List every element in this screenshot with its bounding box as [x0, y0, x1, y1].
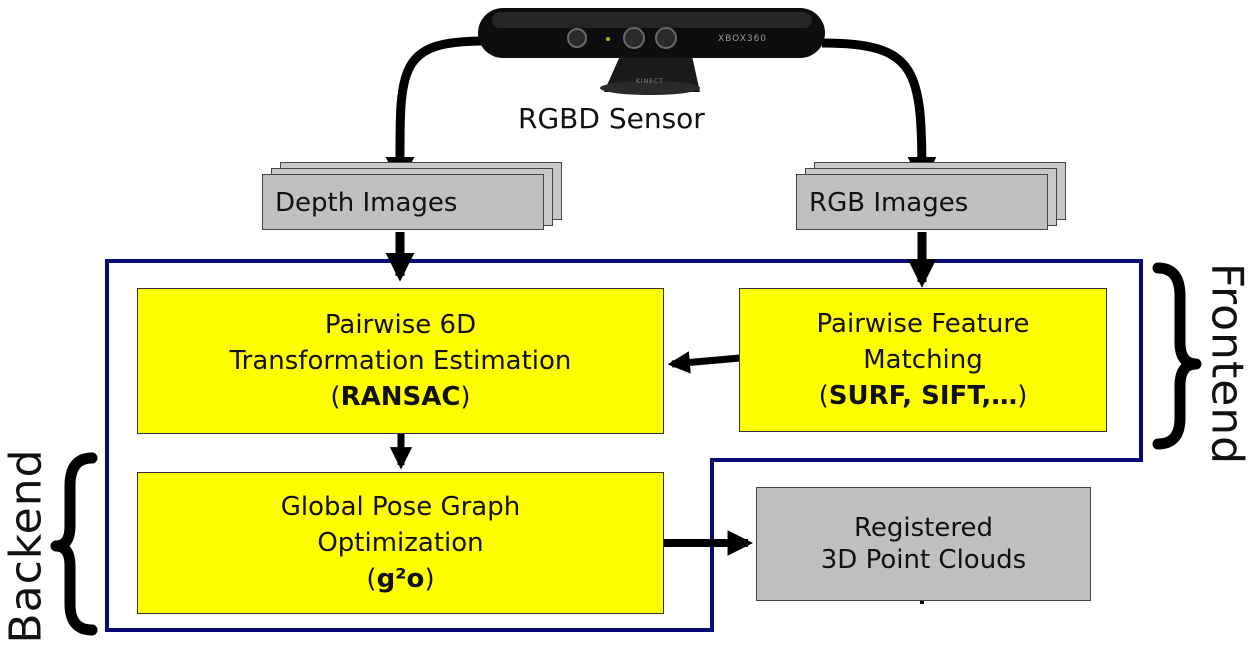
feature-matching-box: Pairwise Feature Matching (SURF, SIFT,…): [739, 288, 1107, 432]
optimization-method-line: (g²o): [366, 561, 434, 597]
optimization-paren-open: (: [366, 564, 377, 594]
frontend-backend-frame: [105, 259, 1143, 632]
feature-line2: Matching: [863, 345, 983, 375]
transformation-line1: Pairwise 6D: [324, 310, 477, 340]
output-line1: Registered: [854, 513, 993, 543]
xbox-brand-text: XBOX360: [718, 34, 768, 44]
optimization-method: g²o: [376, 564, 425, 594]
sensor-to-depth-arrow: [385, 36, 485, 186]
registered-point-clouds-box: Registered 3D Point Clouds: [756, 487, 1091, 601]
depth-images-label: Depth Images: [275, 188, 458, 218]
transformation-estimation-box: Pairwise 6D Transformation Estimation (R…: [137, 288, 664, 434]
output-line2: 3D Point Clouds: [820, 545, 1027, 575]
rgb-images-label: RGB Images: [809, 188, 969, 218]
optimization-line2: Optimization: [317, 528, 484, 558]
sensor-to-rgb-arrow: [821, 38, 937, 186]
transformation-method-line: (RANSAC): [330, 379, 470, 415]
transformation-paren-open: (: [330, 382, 341, 412]
backend-label: Backend: [0, 448, 52, 644]
transformation-paren-close: ): [460, 382, 471, 412]
frontend-brace: [1152, 262, 1202, 450]
rgb-images-stack: RGB Images: [796, 162, 1066, 230]
feature-to-transform-arrow: [667, 351, 741, 374]
feature-paren-open: (: [818, 381, 829, 411]
optimization-line1: Global Pose Graph: [280, 492, 521, 522]
depth-images-stack: Depth Images: [262, 162, 562, 230]
backend-brace: [50, 452, 98, 636]
feature-line1: Pairwise Feature: [816, 309, 1030, 339]
transformation-line2: Transformation Estimation: [229, 346, 572, 376]
optimization-paren-close: ): [424, 564, 435, 594]
rgb-images-box: RGB Images: [796, 174, 1048, 230]
feature-paren-close: ): [1017, 381, 1028, 411]
kinect-stand-text: KINECT: [636, 78, 664, 85]
depth-images-box: Depth Images: [262, 174, 544, 230]
sensor-caption: RGBD Sensor: [518, 102, 705, 135]
feature-method: SURF, SIFT,…: [828, 381, 1018, 411]
pose-graph-optimization-box: Global Pose Graph Optimization (g²o): [137, 472, 664, 614]
frontend-label: Frontend: [1201, 262, 1250, 466]
transformation-method: RANSAC: [340, 382, 461, 412]
kinect-sensor-image: [478, 8, 825, 95]
feature-method-line: (SURF, SIFT,…): [819, 378, 1028, 414]
